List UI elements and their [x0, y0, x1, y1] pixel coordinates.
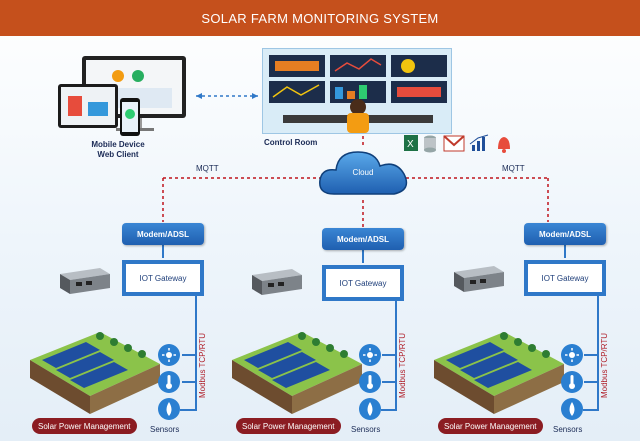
- svg-text:X: X: [407, 139, 414, 150]
- mqtt-label-left: MQTT: [196, 164, 219, 173]
- sensors-label-2: Sensors: [351, 425, 381, 434]
- modbus-label-3: Modbus TCP/RTU: [600, 332, 609, 398]
- mobile-web-client-devices: [58, 56, 194, 140]
- sun-icon: [158, 344, 180, 366]
- cloud-shape: [316, 146, 410, 202]
- cloud-label: Cloud: [352, 168, 374, 177]
- gateway-hardware-2: [250, 263, 304, 297]
- control-room-illustration: [262, 48, 452, 134]
- gateway-hardware-1: [58, 262, 112, 296]
- page-title: SOLAR FARM MONITORING SYSTEM: [201, 10, 439, 26]
- solar-farm-1: [30, 330, 160, 420]
- gmail-icon: [443, 135, 465, 152]
- title-bar: SOLAR FARM MONITORING SYSTEM: [0, 0, 640, 36]
- solar-farm-3: [434, 330, 564, 420]
- solar-power-management-badge-1: Solar Power Management: [32, 418, 137, 434]
- integration-icons: X: [402, 132, 518, 154]
- modbus-label-1: Modbus TCP/RTU: [198, 332, 207, 398]
- gateway-hardware-3: [452, 260, 506, 294]
- water-drop-icon: [561, 398, 583, 420]
- modem-adsl-3: Modem/ADSL: [524, 223, 606, 245]
- solar-power-management-badge-2: Solar Power Management: [236, 418, 341, 434]
- sun-icon: [359, 344, 381, 366]
- sensors-label-1: Sensors: [150, 425, 180, 434]
- modem-adsl-2: Modem/ADSL: [322, 228, 404, 250]
- solar-farm-2: [232, 330, 362, 420]
- iot-gateway-2: IOT Gateway: [322, 265, 404, 301]
- control-room-label: Control Room: [264, 138, 318, 147]
- database-icon: [424, 135, 436, 153]
- mqtt-label-right: MQTT: [502, 164, 525, 173]
- mobile-device-label: Mobile Device Web Client: [91, 140, 145, 159]
- modem-adsl-1: Modem/ADSL: [122, 223, 204, 245]
- thermometer-icon: [359, 371, 381, 393]
- solar-power-management-badge-3: Solar Power Management: [438, 418, 543, 434]
- excel-icon: X: [404, 135, 418, 151]
- water-drop-icon: [158, 398, 180, 420]
- iot-gateway-1: IOT Gateway: [122, 260, 204, 296]
- thermometer-icon: [561, 371, 583, 393]
- iot-gateway-3: IOT Gateway: [524, 260, 606, 296]
- thermometer-icon: [158, 371, 180, 393]
- sensors-label-3: Sensors: [553, 425, 583, 434]
- modbus-label-2: Modbus TCP/RTU: [398, 332, 407, 398]
- alarm-bell-icon: [498, 137, 510, 153]
- sun-icon: [561, 344, 583, 366]
- chart-icon: [469, 134, 489, 151]
- water-drop-icon: [359, 398, 381, 420]
